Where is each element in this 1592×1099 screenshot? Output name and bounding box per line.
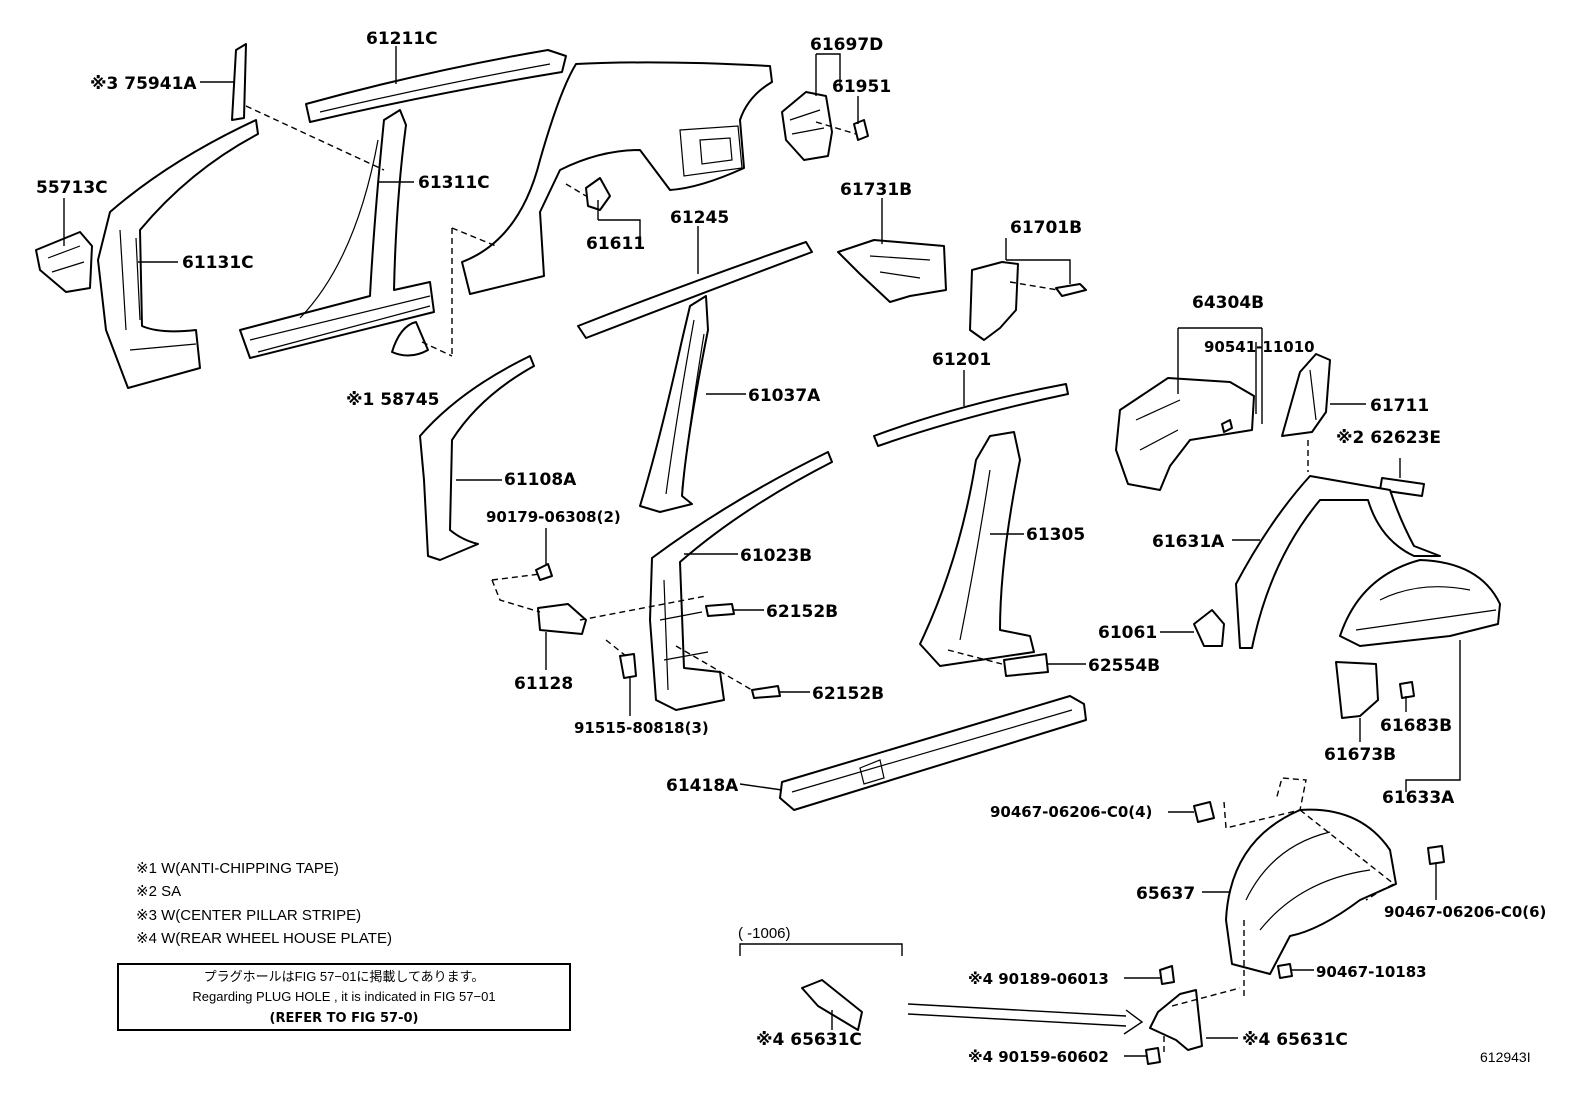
label-61418a[interactable]: 61418A bbox=[666, 776, 739, 796]
part-61701b[interactable] bbox=[969, 261, 1019, 341]
label-65637[interactable]: 65637 bbox=[1136, 884, 1195, 904]
part-62152b-1[interactable] bbox=[705, 603, 735, 617]
part-61418a[interactable] bbox=[779, 695, 1087, 811]
label-62152b-2[interactable]: 62152B bbox=[812, 684, 884, 704]
part-61631a[interactable] bbox=[1235, 475, 1441, 649]
part-62554b[interactable] bbox=[1003, 653, 1049, 677]
part-61673b[interactable] bbox=[1335, 661, 1379, 719]
label-61673b[interactable]: 61673B bbox=[1324, 745, 1396, 765]
label-75941a[interactable]: ※3 75941A bbox=[90, 74, 197, 94]
part-61108a[interactable] bbox=[419, 355, 535, 561]
label-61201[interactable]: 61201 bbox=[932, 350, 991, 370]
label-90179-06308[interactable]: 90179-06308(2) bbox=[486, 508, 621, 526]
label-55713c[interactable]: 55713C bbox=[36, 178, 108, 198]
part-65637[interactable] bbox=[1225, 808, 1397, 975]
label-62623e[interactable]: ※2 62623E bbox=[1336, 428, 1441, 448]
label-61128[interactable]: 61128 bbox=[514, 674, 573, 694]
label-61951[interactable]: 61951 bbox=[832, 77, 891, 97]
part-90159[interactable] bbox=[1145, 1047, 1161, 1065]
label-90159-60602[interactable]: ※4 90159-60602 bbox=[968, 1048, 1109, 1066]
label-61311c[interactable]: 61311C bbox=[418, 173, 490, 193]
label-range: ( -1006) bbox=[738, 925, 791, 942]
label-90467-10183[interactable]: 90467-10183 bbox=[1316, 963, 1427, 981]
label-65631c[interactable]: ※4 65631C bbox=[1242, 1030, 1348, 1050]
part-75941a[interactable] bbox=[231, 43, 247, 121]
label-61131c[interactable]: 61131C bbox=[182, 253, 254, 273]
label-61245[interactable]: 61245 bbox=[670, 208, 729, 228]
label-64304b[interactable]: 64304B bbox=[1192, 293, 1264, 313]
box-jp-text: プラグホールはFIG 57−01に掲載してあります。 bbox=[204, 969, 485, 984]
note-4: ※4 W(REAR WHEEL HOUSE PLATE) bbox=[136, 930, 392, 947]
part-61245[interactable] bbox=[577, 241, 813, 339]
part-90179[interactable] bbox=[535, 563, 553, 581]
label-61731b[interactable]: 61731B bbox=[840, 180, 912, 200]
part-64304b[interactable] bbox=[1115, 377, 1255, 491]
part-90541[interactable] bbox=[1221, 419, 1233, 433]
part-61061[interactable] bbox=[1193, 609, 1225, 647]
label-61631a[interactable]: 61631A bbox=[1152, 532, 1225, 552]
part-90189[interactable] bbox=[1159, 965, 1175, 985]
part-61201[interactable] bbox=[873, 383, 1069, 447]
label-90541-11010[interactable]: 90541-11010 bbox=[1204, 338, 1315, 356]
part-61711[interactable] bbox=[1281, 353, 1331, 437]
plug-hole-info-box bbox=[117, 963, 571, 1031]
label-91515-80818[interactable]: 91515-80818(3) bbox=[574, 719, 709, 737]
label-61711[interactable]: 61711 bbox=[1370, 396, 1429, 416]
part-91515[interactable] bbox=[619, 653, 637, 679]
figure-id: 612943I bbox=[1480, 1049, 1531, 1065]
note-3: ※3 W(CENTER PILLAR STRIPE) bbox=[136, 907, 361, 924]
part-61311c[interactable] bbox=[239, 109, 435, 359]
part-61128[interactable] bbox=[537, 603, 587, 635]
direction-arrow bbox=[907, 1003, 1144, 1035]
note-2: ※2 SA bbox=[136, 883, 181, 900]
label-62152b-1[interactable]: 62152B bbox=[766, 602, 838, 622]
part-58745[interactable] bbox=[391, 321, 429, 357]
part-90467-10183[interactable] bbox=[1277, 963, 1293, 979]
label-61211c[interactable]: 61211C bbox=[366, 29, 438, 49]
part-61683b[interactable] bbox=[1399, 681, 1415, 699]
part-61633a[interactable] bbox=[1339, 559, 1501, 647]
note-1: ※1 W(ANTI-CHIPPING TAPE) bbox=[136, 860, 339, 877]
part-61131c[interactable] bbox=[97, 119, 259, 389]
label-61108a[interactable]: 61108A bbox=[504, 470, 577, 490]
label-90467-06206-c0-4[interactable]: 90467-06206-C0(4) bbox=[990, 803, 1152, 821]
label-61037a[interactable]: 61037A bbox=[748, 386, 821, 406]
label-65631c-range[interactable]: ※4 65631C bbox=[756, 1030, 862, 1050]
box-ref-text: (REFER TO FIG 57-0) bbox=[270, 1011, 419, 1026]
part-61697d[interactable] bbox=[781, 91, 833, 161]
label-90189-06013[interactable]: ※4 90189-06013 bbox=[968, 970, 1109, 988]
label-90467-06206-c0-6[interactable]: 90467-06206-C0(6) bbox=[1384, 903, 1546, 921]
part-90467-c0-6[interactable] bbox=[1427, 845, 1445, 865]
label-58745[interactable]: ※1 58745 bbox=[346, 390, 439, 410]
label-61697d[interactable]: 61697D bbox=[810, 35, 883, 55]
part-61701b-clip[interactable] bbox=[1055, 283, 1087, 297]
label-61061[interactable]: 61061 bbox=[1098, 623, 1157, 643]
label-61683b[interactable]: 61683B bbox=[1380, 716, 1452, 736]
box-en-text: Regarding PLUG HOLE , it is indicated in… bbox=[192, 989, 495, 1004]
part-61731b[interactable] bbox=[837, 239, 947, 303]
part-61951[interactable] bbox=[853, 119, 869, 141]
part-65631c[interactable] bbox=[1149, 989, 1203, 1051]
label-61611[interactable]: 61611 bbox=[586, 234, 645, 254]
part-61611[interactable] bbox=[585, 177, 611, 211]
part-90467-c0-4[interactable] bbox=[1193, 801, 1215, 823]
label-62554b[interactable]: 62554B bbox=[1088, 656, 1160, 676]
part-quarter-panel[interactable] bbox=[461, 61, 773, 295]
part-65631c-range[interactable] bbox=[801, 979, 863, 1031]
label-61023b[interactable]: 61023B bbox=[740, 546, 812, 566]
label-61701b[interactable]: 61701B bbox=[1010, 218, 1082, 238]
part-62152b-2[interactable] bbox=[751, 685, 781, 699]
label-61633a[interactable]: 61633A bbox=[1382, 788, 1455, 808]
label-61305[interactable]: 61305 bbox=[1026, 525, 1085, 545]
part-61037a[interactable] bbox=[639, 295, 709, 513]
